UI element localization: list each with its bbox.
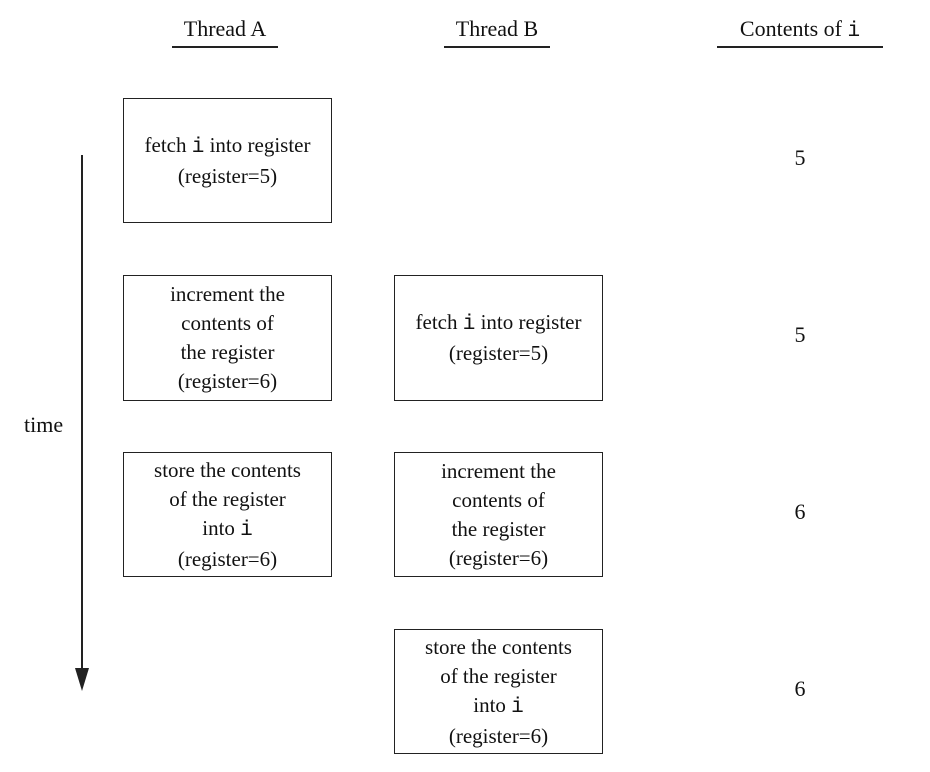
header-contents-text: Contents of [739,16,848,41]
variable-name: i [462,313,476,336]
box-text: into register [204,132,311,157]
contents-value-4: 6 [794,676,806,701]
box-line: contents of [181,309,274,338]
box-text: the register [451,516,546,541]
header-thread-b-text: Thread B [455,16,539,41]
box-text: store the contents [425,634,572,659]
box-text: (register=6) [177,546,278,571]
box-text: (register=6) [177,369,278,393]
box-line: into i [473,691,524,722]
box-text: (register=5) [177,163,278,188]
box-line: (register=5) [449,339,548,368]
box-line: store the contents [154,456,301,485]
box-text: increment the [170,282,285,306]
box-line: (register=6) [178,367,277,396]
box-text: the register [180,340,275,364]
box-text: store the contents [154,457,301,482]
box-text: of the register [169,486,286,511]
box-text: (register=6) [448,545,549,570]
header-contents-var: i [847,20,861,43]
time-arrow-head [75,668,89,691]
contents-value-1: 5 [794,145,806,170]
box-text: contents of [452,487,545,512]
box-line: the register [181,338,275,367]
box-text: (register=5) [448,341,549,365]
box-text: into register [475,310,582,334]
box-line: (register=6) [178,545,277,574]
thread-a-step-2: increment the contents of the register (reg… [123,275,332,401]
box-line: increment the [170,280,285,309]
contents-value-2: 5 [794,322,806,347]
box-text: fetch [415,310,463,334]
box-line: (register=6) [449,722,548,751]
box-text: contents of [181,311,274,335]
box-line: fetch i into register [145,131,311,162]
variable-name: i [240,518,253,542]
thread-b-step-1: fetch i into register(register=5) [394,275,603,401]
header-thread-a: Thread A [172,14,278,48]
box-text: into [473,692,512,717]
header-thread-b: Thread B [444,14,550,48]
header-contents: Contents of i [717,14,883,48]
box-line: increment the [441,457,556,486]
contents-value-3: 6 [794,499,806,524]
thread-b-step-2: increment the contents of the register (reg… [394,452,603,577]
box-line: store the contents [425,633,572,662]
box-text: increment the [441,458,556,483]
box-text: into [202,515,241,540]
box-line: into i [202,514,253,545]
header-thread-a-text: Thread A [183,16,267,41]
time-label: time [24,410,64,440]
box-line: (register=6) [449,544,548,573]
thread-a-step-1: fetch i into register(register=5) [123,98,332,223]
box-line: fetch i into register [416,308,582,339]
variable-name: i [191,135,205,159]
box-text: of the register [440,663,557,688]
box-line: contents of [452,486,545,515]
box-line: of the register [169,485,286,514]
box-line: the register [452,515,546,544]
box-line: of the register [440,662,557,691]
variable-name: i [511,695,524,719]
time-arrow [75,155,89,691]
box-line: (register=5) [178,162,277,191]
box-text: (register=6) [448,723,549,748]
box-text: fetch [144,132,192,157]
